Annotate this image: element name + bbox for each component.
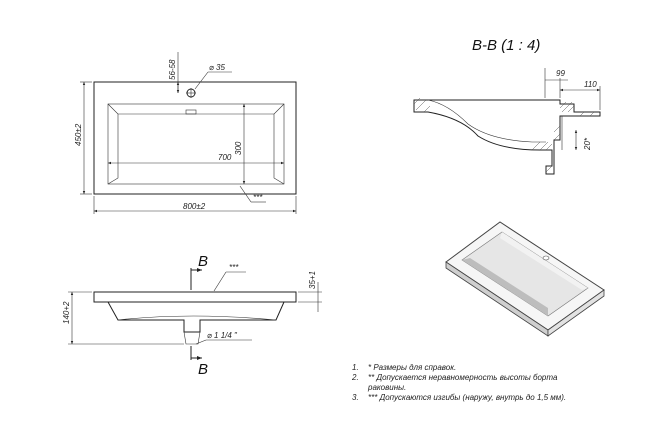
basin-bowl-front xyxy=(107,301,285,333)
basin-outline-top xyxy=(93,81,297,195)
notes: 1. * Размеры для справок. 2. ** Допускае… xyxy=(351,363,566,402)
basin-bowl-top xyxy=(107,103,285,185)
dim-width: 800±2 xyxy=(183,202,206,211)
dim-height: 450±2 xyxy=(74,123,83,146)
dim-99: 99 xyxy=(556,69,565,78)
note-text-3: *** Допускаются изгибы (наружу, внутрь д… xyxy=(368,393,566,402)
section-view: B-B (1 : 4) 99 110 xyxy=(413,37,601,175)
front-view: B B *** 35+1 140+2 ⌀ 1 1/4 " xyxy=(62,253,322,378)
dim-inner-height: 300 xyxy=(234,141,243,155)
dim-overflow: 56-58 xyxy=(168,59,177,80)
dim-110: 110 xyxy=(584,80,597,89)
dim-drain: ⌀ 1 1/4 " xyxy=(207,331,238,340)
overflow-slot xyxy=(185,109,197,115)
cut-label-top: B xyxy=(198,253,208,270)
section-title: B-B (1 : 4) xyxy=(472,37,540,54)
dim-inner-width: 700 xyxy=(218,153,232,162)
dim-depth: 140+2 xyxy=(62,301,71,324)
note-text-1: * Размеры для справок. xyxy=(368,363,456,372)
top-note-mark: *** xyxy=(253,193,263,202)
dim-20: 20* xyxy=(583,137,592,151)
top-view: 56-58 ⌀ 35 450±2 300 700 800±2 *** xyxy=(74,52,297,214)
basin-rim-front xyxy=(93,291,297,303)
iso-tap-hole xyxy=(542,255,550,261)
note-num-3: 3. xyxy=(352,393,359,402)
isometric-view xyxy=(445,221,605,337)
note-num-2: 2. xyxy=(351,373,359,382)
note-text-2-cont: раковины. xyxy=(367,383,406,392)
cut-label-bottom: B xyxy=(198,361,208,378)
dim-rim: 35+1 xyxy=(308,271,317,289)
dim-hole: ⌀ 35 xyxy=(209,63,225,72)
note-text-2: ** Допускается неравномерность высоты бо… xyxy=(368,373,558,382)
drain-front xyxy=(183,331,201,345)
section-profile xyxy=(413,99,601,175)
note-num-1: 1. xyxy=(352,363,359,372)
front-note-mark: *** xyxy=(229,263,239,272)
